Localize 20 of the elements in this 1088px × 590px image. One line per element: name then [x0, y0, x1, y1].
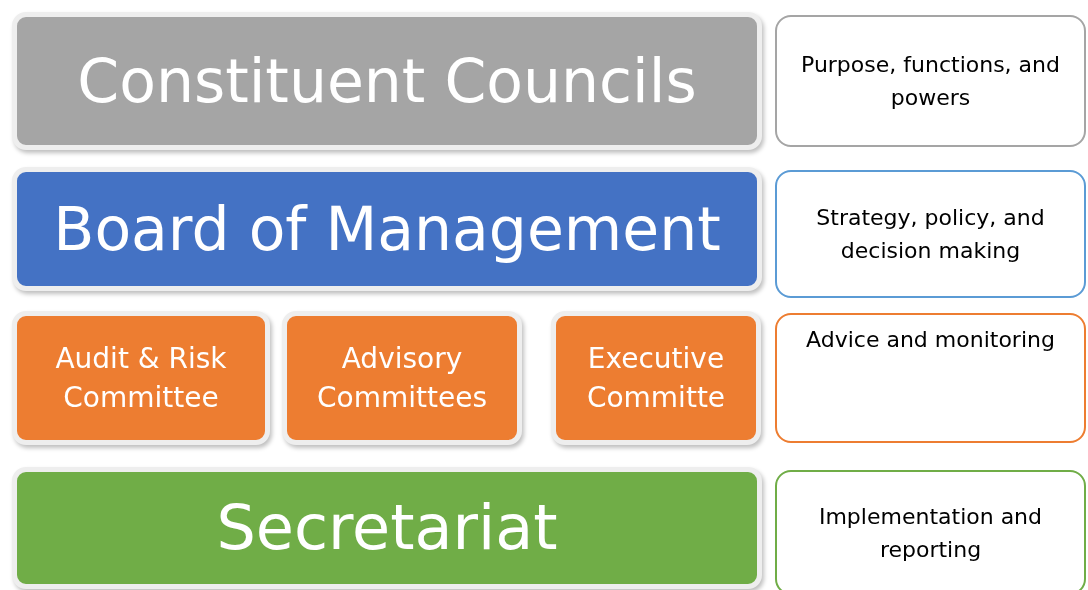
level-title: Audit & Risk Committee — [54, 340, 228, 416]
role-description: Advice and monitoring — [806, 326, 1055, 354]
role-description: Strategy, policy, and decision making — [815, 204, 1046, 265]
role-box — [775, 170, 1086, 298]
level-box — [12, 311, 270, 445]
level-box — [12, 12, 762, 150]
level-title: Executive Committe — [585, 340, 727, 416]
level-box — [282, 311, 522, 445]
level-box — [551, 311, 761, 445]
role-description: Purpose, functions, and powers — [800, 51, 1061, 112]
role-box — [775, 15, 1086, 147]
role-box — [775, 313, 1086, 443]
role-box — [775, 470, 1086, 590]
level-title: Advisory Committees — [316, 340, 488, 416]
role-description: Implementation and reporting — [817, 502, 1044, 564]
level-title: Secretariat — [216, 489, 558, 566]
level-title: Board of Management — [53, 193, 721, 266]
level-box — [12, 467, 762, 589]
level-box — [12, 167, 762, 291]
level-title: Constituent Councils — [77, 45, 697, 118]
